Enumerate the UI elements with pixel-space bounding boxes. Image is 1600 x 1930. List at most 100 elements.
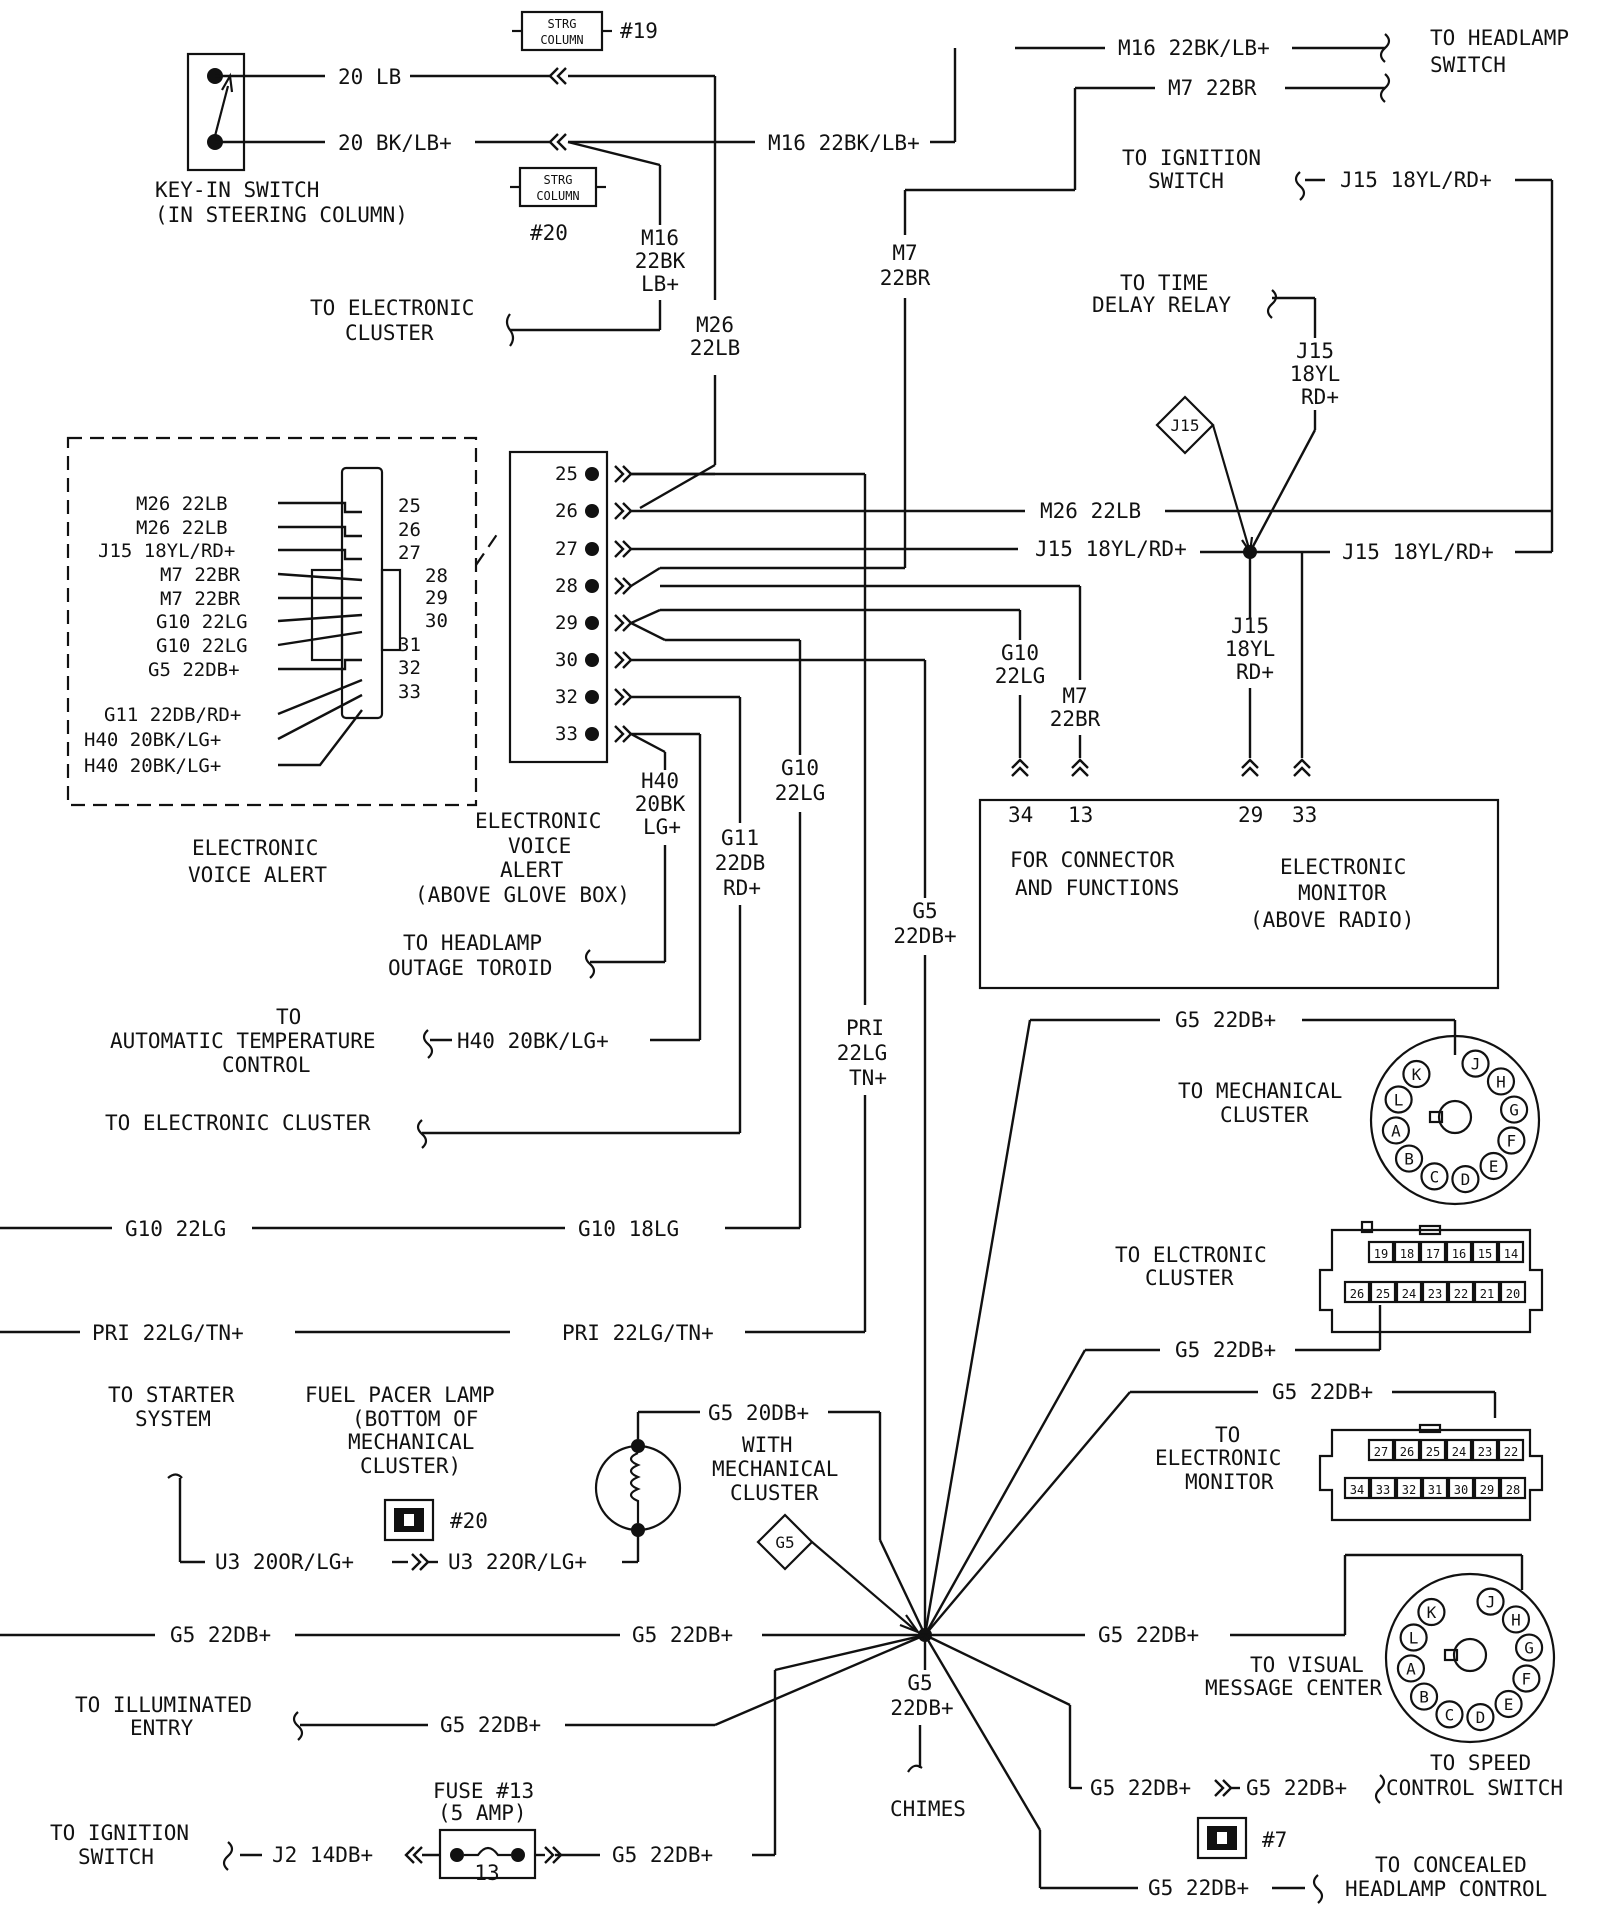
to-electronic-cluster-top: TO ELECTRONIC [310,296,474,320]
svg-text:(IN STEERING COLUMN): (IN STEERING COLUMN) [155,203,408,227]
svg-text:H40 20BK/LG+: H40 20BK/LG+ [84,755,221,777]
eva-pin-28: 28 [555,575,578,597]
connector-pin-f [1512,1664,1541,1693]
svg-text:MONITOR: MONITOR [1185,1470,1274,1494]
em-pins-pin-31 [1421,1476,1449,1500]
connector-pin-label: J [1471,1055,1481,1074]
svg-text:CLUSTER: CLUSTER [1145,1266,1234,1290]
connector-20: #20 [383,1498,488,1542]
strg-column-19: STRG COLUMN #19 [512,10,658,52]
em-pins-pin-32 [1395,1476,1423,1500]
em-pins-pin-29 [1473,1476,1501,1500]
connector-pin-k [1402,1059,1431,1089]
connector-pin-label: 17 [1426,1247,1440,1261]
svg-text:G11: G11 [721,826,759,850]
connector-pin-label: K [1412,1065,1422,1084]
connector-pin-label: 25 [1426,1445,1440,1459]
svg-text:DELAY RELAY: DELAY RELAY [1092,293,1231,317]
to-electronic-monitor: TO [1215,1423,1240,1447]
connector-pin-h [1501,1605,1531,1634]
wire-m16-top: M16 22BK/LB+ [1118,36,1270,60]
connector-pin-label: L [1394,1090,1404,1109]
svg-text:26: 26 [398,519,421,541]
em-pins-pin-23 [1471,1438,1499,1462]
eva-pin-29: 29 [555,612,578,634]
svg-text:G5 22DB+: G5 22DB+ [148,659,240,681]
svg-text:MECHANICAL: MECHANICAL [712,1457,838,1481]
svg-text:ENTRY: ENTRY [130,1716,194,1740]
ec-pins-pin-25 [1369,1280,1397,1304]
to-headlamp-outage-toroid: TO HEADLAMP [403,931,542,955]
connector-pin-l [1384,1085,1413,1114]
svg-text:29: 29 [425,587,448,609]
svg-text:22LG: 22LG [995,664,1046,688]
connector-pin-label: 15 [1478,1247,1492,1261]
connector-pin-label: D [1476,1708,1486,1727]
wire-g5-20db: G5 20DB+ [708,1401,809,1425]
em-pins-pin-33 [1369,1476,1397,1500]
svg-text:M7: M7 [1062,684,1087,708]
svg-text:18YL: 18YL [1290,362,1341,386]
eva-detail-box [66,436,501,807]
wire-j15-right: J15 18YL/RD+ [1342,540,1494,564]
ec-pins-pin-23 [1421,1280,1449,1304]
wire-g10-22lg: G10 22LG [125,1217,226,1241]
connector-pin-label: 24 [1452,1445,1466,1459]
connector-pin-label: 23 [1478,1445,1492,1459]
connector-pin-label: 32 [1402,1483,1416,1497]
svg-text:STRG: STRG [548,17,577,31]
svg-text:TN+: TN+ [849,1066,887,1090]
svg-text:RD+: RD+ [1236,660,1274,684]
svg-text:HEADLAMP CONTROL: HEADLAMP CONTROL [1345,1877,1547,1901]
ec-pins-pin-14 [1497,1240,1525,1264]
svg-text:H40: H40 [641,769,679,793]
svg-text:SWITCH: SWITCH [78,1845,154,1869]
j15-splice-diamond: J15 [1155,395,1254,556]
svg-text:22DB+: 22DB+ [893,924,956,948]
eva-pin-33: 33 [555,723,578,745]
svg-text:H40 20BK/LG+: H40 20BK/LG+ [84,729,221,751]
connector-pin-label: 33 [1376,1483,1390,1497]
svg-text:COLUMN: COLUMN [536,189,579,203]
svg-text:(BOTTOM OF: (BOTTOM OF [352,1407,478,1431]
svg-text:30: 30 [425,610,448,632]
connector-pin-label: 23 [1428,1287,1442,1301]
connector-pin-label: 29 [1480,1483,1494,1497]
connector-pin-label: C [1445,1705,1455,1724]
svg-text:25: 25 [398,495,421,517]
svg-text:31: 31 [398,634,421,656]
svg-text:13: 13 [1068,803,1093,827]
connector-pin-label: 26 [1350,1287,1364,1301]
connector-pin-g [1499,1095,1529,1124]
eva-pin-30: 30 [555,649,578,671]
ec-pins-pin-24 [1395,1280,1423,1304]
ec-pins-pin-22 [1447,1280,1475,1304]
wire-m16-22bklb: M16 22BK/LB+ [768,131,920,155]
key-in-switch: KEY-IN SWITCH (IN STEERING COLUMN) [155,52,408,227]
em-pins-pin-24 [1445,1438,1473,1462]
svg-text:OUTAGE TOROID: OUTAGE TOROID [388,956,552,980]
eva-detail-title: ELECTRONIC [192,836,318,860]
svg-text:CLUSTER: CLUSTER [345,321,434,345]
svg-text:22LG: 22LG [775,781,826,805]
svg-text:G5: G5 [775,1533,794,1552]
svg-text:RD+: RD+ [723,876,761,900]
em-pins-pin-30 [1447,1476,1475,1500]
connector-pin-label: 27 [1374,1445,1388,1459]
wire-u3-20or: U3 20OR/LG+ [215,1550,354,1574]
svg-text:33: 33 [1292,803,1317,827]
connector-pin-c [1435,1700,1464,1729]
wire-g5-left-1: G5 22DB+ [170,1623,271,1647]
wire-g5-em: G5 22DB+ [1272,1380,1373,1404]
connector-pin-label: C [1430,1167,1440,1186]
svg-text:G10 22LG: G10 22LG [156,635,248,657]
svg-text:STRG: STRG [544,173,573,187]
to-electronic-cluster-connector: TO ELCTRONIC [1115,1243,1267,1267]
connector-pin-label: H [1496,1072,1506,1091]
ec-pins-pin-26 [1343,1280,1371,1304]
svg-text:M26 22LB: M26 22LB [136,517,228,539]
svg-text:29: 29 [1238,803,1263,827]
wire-20lb: 20 LB [338,65,401,89]
svg-text:33: 33 [398,681,421,703]
eva-pin-26: 26 [555,500,578,522]
